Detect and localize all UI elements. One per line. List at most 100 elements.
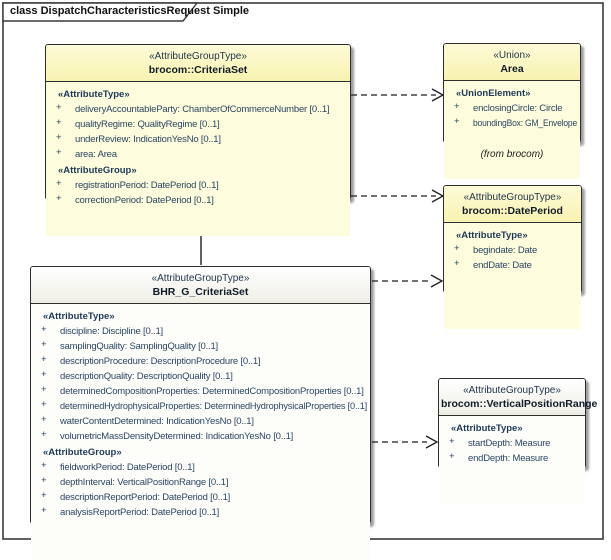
visibility-plus: + xyxy=(454,116,460,127)
attribute-text: endDepth: Measure xyxy=(468,453,549,464)
visibility-plus: + xyxy=(56,132,62,143)
class-attributes: «AttributeType» + begindate: Date + endDate:… xyxy=(444,223,581,329)
attribute-row: + registrationPeriod: DatePeriod [0..1] xyxy=(46,177,350,192)
attribute-text: endDate: Date xyxy=(473,260,532,271)
from-brocom-note: (from brocom) xyxy=(480,149,544,160)
frame-title-tab xyxy=(2,2,199,22)
attribute-text: descriptionReportPeriod: DatePeriod [0..… xyxy=(60,492,231,503)
attribute-row: +area: Area xyxy=(46,146,350,161)
visibility-plus: + xyxy=(41,354,47,365)
attribute-text: registrationPeriod: DatePeriod [0..1] xyxy=(75,180,219,191)
class-attributes: «UnionElement» + enclosingCircle: Circle + b… xyxy=(444,81,580,179)
class-header: «AttributeGroupType» BHR_G_CriteriaSet xyxy=(31,267,370,304)
visibility-plus: + xyxy=(449,451,455,462)
attribute-text: enclosingCircle: Circle xyxy=(473,103,563,114)
attribute-row: + endDate: Date xyxy=(444,257,581,272)
class-box-bhr-g-criteriaset: «AttributeGroupType» BHR_G_CriteriaSet «… xyxy=(30,266,371,560)
visibility-plus: + xyxy=(56,117,62,128)
attribute-row: + waterContentDetermined: IndicationYesNo… xyxy=(31,413,370,428)
class-name: brocom::VerticalPositionRange xyxy=(441,398,598,410)
visibility-plus: + xyxy=(41,460,47,471)
visibility-plus: + xyxy=(56,178,62,189)
stereotype-label: «AttributeType» xyxy=(451,423,523,434)
visibility-plus: + xyxy=(454,243,460,254)
visibility-plus: + xyxy=(56,193,62,204)
dependency-arrow-criteriaset-dateperiod xyxy=(351,189,445,203)
visibility-plus: + xyxy=(41,369,47,380)
class-attributes: «AttributeType» + startDepth: Measure + endD… xyxy=(439,416,585,504)
attribute-text: fieldworkPeriod: DatePeriod [0..1] xyxy=(60,462,195,473)
attribute-row: + volumetricMassDensityDetermined: Indica… xyxy=(31,428,370,443)
attribute-row: + boundingBox: GM_Envelope xyxy=(444,115,580,130)
stereotype-label: «AttributeGroup» xyxy=(58,165,137,176)
class-attributes: «AttributeType» + discipline: Discipline [… xyxy=(31,304,370,560)
visibility-plus: + xyxy=(41,414,47,425)
class-header: «Union» Area xyxy=(444,44,580,81)
dependency-arrow-criteriaset-area xyxy=(351,88,445,102)
attribute-row: + discipline: Discipline [0..1] xyxy=(31,323,370,338)
visibility-plus: + xyxy=(41,429,47,440)
visibility-plus: + xyxy=(41,324,47,335)
attribute-text: qualityRegime: QualityRegime [0..1] xyxy=(75,119,220,130)
class-name: BHR_G_CriteriaSet xyxy=(152,286,249,298)
attribute-row: + correctionPeriod: DatePeriod [0..1] xyxy=(46,192,350,207)
attribute-text: begindate: Date xyxy=(473,245,538,256)
attribute-text: determinedHydrophysicalProperties: Deter… xyxy=(60,401,367,412)
attribute-row: + enclosingCircle: Circle xyxy=(444,100,580,115)
attribute-text: underReview: IndicationYesNo [0..1] xyxy=(75,134,221,145)
class-box-brocom-criteriaset: «AttributeGroupType» brocom::CriteriaSet… xyxy=(45,44,351,236)
visibility-plus: + xyxy=(41,490,47,501)
class-name: brocom::DatePeriod xyxy=(462,205,563,217)
class-name: brocom::CriteriaSet xyxy=(148,64,248,76)
stereotype-label: «AttributeType» xyxy=(456,230,528,241)
frame-title: class DispatchCharacteristicsRequest Sim… xyxy=(10,5,250,17)
attribute-text: startDepth: Measure xyxy=(468,438,551,449)
class-stereotype: «AttributeGroupType» xyxy=(151,273,250,284)
attribute-row: + fieldworkPeriod: DatePeriod [0..1] xyxy=(31,459,370,474)
attribute-row: +deliveryAccountableParty: ChamberOfComm… xyxy=(46,101,350,116)
class-stereotype: «AttributeGroupType» xyxy=(149,51,247,62)
visibility-plus: + xyxy=(41,399,47,410)
class-stereotype: «AttributeGroupType» xyxy=(463,192,562,203)
attribute-row: + begindate: Date xyxy=(444,242,581,257)
class-stereotype: «Union» xyxy=(493,50,531,61)
class-header: «AttributeGroupType» brocom::CriteriaSet xyxy=(46,45,350,82)
class-box-area: «Union» Area «UnionElement» + enclosingCir… xyxy=(443,43,581,179)
visibility-plus: + xyxy=(449,436,455,447)
attribute-row: + endDepth: Measure xyxy=(439,450,585,465)
visibility-plus: + xyxy=(56,102,62,113)
visibility-plus: + xyxy=(454,258,460,269)
stereotype-label: «UnionElement» xyxy=(456,88,531,99)
attribute-text: determinedCompositionProperties: Determi… xyxy=(60,386,364,397)
attribute-row: + underReview: IndicationYesNo [0..1] xyxy=(46,131,350,146)
attribute-row: + startDepth: Measure xyxy=(439,435,585,450)
attribute-text: discipline: Discipline [0..1] xyxy=(60,326,163,337)
attribute-row: + descriptionReportPeriod: DatePeriod [0.… xyxy=(31,489,370,504)
attribute-row: + determinedHydrophysicalProperties: Dete… xyxy=(31,398,370,413)
attribute-text: waterContentDetermined: IndicationYesNo … xyxy=(60,416,254,427)
attribute-row: + descriptionQuality: DescriptionQuality … xyxy=(31,368,370,383)
stereotype-label: «AttributeType» xyxy=(58,89,130,100)
attribute-text: analysisReportPeriod: DatePeriod [0..1] xyxy=(60,507,220,518)
dependency-arrow-bhr-dateperiod xyxy=(372,274,444,288)
visibility-plus: + xyxy=(56,147,62,158)
dependency-arrow-bhr-verticalpositionrange xyxy=(372,435,439,449)
attribute-text: descriptionQuality: DescriptionQuality [… xyxy=(60,371,233,382)
attribute-row: +determinedCompositionProperties: Determ… xyxy=(31,383,370,398)
class-header: «AttributeGroupType» brocom::DatePeriod xyxy=(444,186,581,223)
attribute-row: + analysisReportPeriod: DatePeriod [0..1] xyxy=(31,504,370,519)
attribute-text: boundingBox: GM_Envelope xyxy=(473,118,577,129)
attribute-row: +descriptionProcedure: DescriptionProced… xyxy=(31,353,370,368)
visibility-plus: + xyxy=(41,475,47,486)
class-name: Area xyxy=(500,63,524,75)
visibility-plus: + xyxy=(454,101,460,112)
attribute-text: volumetricMassDensityDetermined: Indicat… xyxy=(60,431,294,442)
visibility-plus: + xyxy=(41,505,47,516)
class-attributes: «AttributeType»+deliveryAccountableParty… xyxy=(46,82,350,236)
class-stereotype: «AttributeGroupType» xyxy=(463,385,561,396)
attribute-text: correctionPeriod: DatePeriod [0..1] xyxy=(75,195,214,206)
stereotype-label: «AttributeGroup» xyxy=(43,447,122,458)
attribute-row: + qualityRegime: QualityRegime [0..1] xyxy=(46,116,350,131)
stereotype-label: «AttributeType» xyxy=(43,311,115,322)
visibility-plus: + xyxy=(41,339,47,350)
